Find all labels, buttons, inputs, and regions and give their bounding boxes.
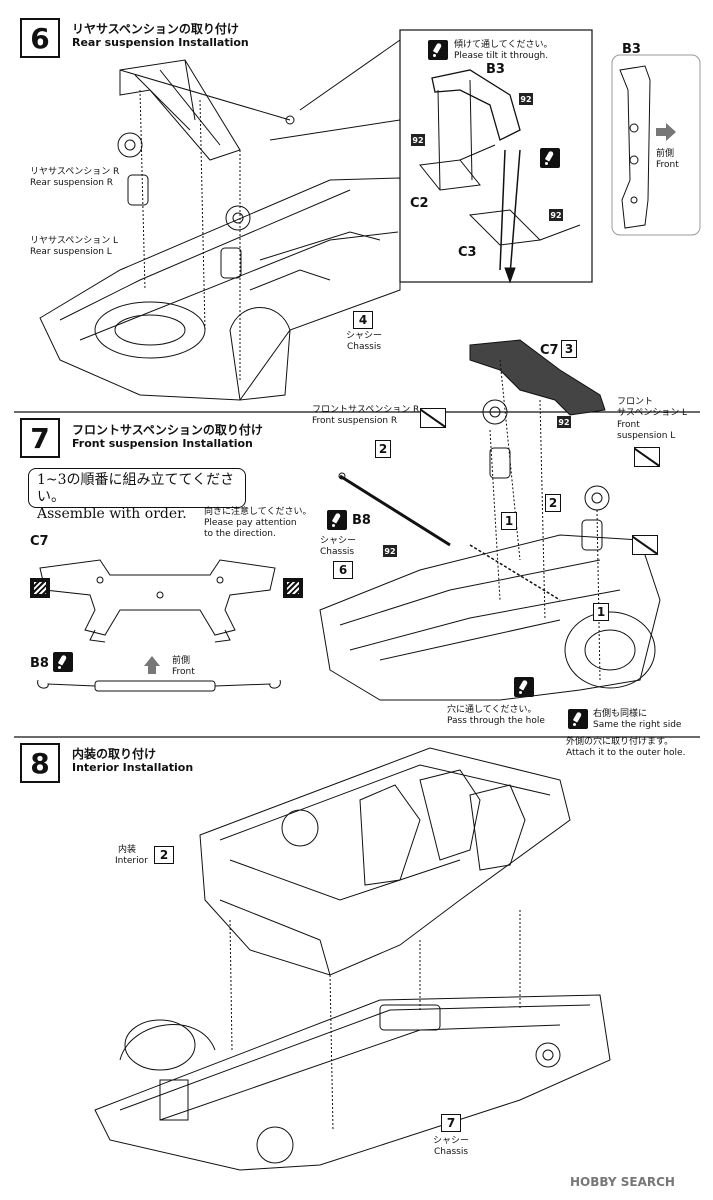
chassis-part-number: 4 — [353, 311, 373, 329]
part-c7-quantity: 3 — [561, 340, 577, 358]
direction-hint-icon — [30, 578, 50, 598]
part-92-tag: 92 — [383, 545, 397, 557]
rear-suspension-l-label-jp: リヤサスペンション L — [30, 236, 119, 246]
front-suspension-r-label-en: Front suspension R — [312, 416, 398, 426]
glue-icon — [53, 652, 73, 672]
part-92-tag: 92 — [411, 134, 425, 146]
front-arrow-b8 — [144, 656, 160, 674]
front-suspension-l-label-jp-2: サスペンション L — [617, 408, 688, 418]
part-c7-label: C7 — [30, 534, 49, 549]
part-b8-assembly-label: B8 — [352, 513, 371, 528]
order-step-2-marker: 2 — [375, 440, 391, 458]
front-label-jp: 前側 — [172, 656, 191, 666]
front-suspension-l-label-en-2: suspension L — [617, 431, 676, 441]
chassis-label-en: Chassis — [320, 547, 355, 557]
inset-parts — [419, 69, 581, 284]
rear-suspension-frame — [117, 59, 295, 279]
direction-note-jp: 向きに注意してください。 — [204, 507, 312, 517]
same-right-note-jp: 右側も同様に — [593, 709, 648, 719]
same-right-note-en: Same the right side — [593, 720, 682, 730]
b3-detail-label: B3 — [622, 42, 641, 57]
step-7-title-en: Front suspension Installation — [72, 437, 253, 450]
part-c2-label: C2 — [410, 196, 429, 211]
part-b8-label: B8 — [30, 656, 49, 671]
chassis-part-number: 6 — [333, 561, 353, 579]
chassis-part-number: 7 — [441, 1114, 461, 1132]
step-6-title-en: Rear suspension Installation — [72, 36, 249, 49]
no-glue-icon — [634, 447, 660, 467]
order-step-1-marker: 1 — [501, 512, 517, 530]
order-step-1-marker: 1 — [593, 603, 609, 621]
no-glue-icon — [632, 535, 658, 555]
part-92-tag: 92 — [519, 93, 533, 105]
rear-suspension-r-label-en: Rear suspension R — [30, 178, 114, 188]
step-8-number: 8 — [20, 743, 60, 783]
part-92-tag: 92 — [557, 416, 571, 428]
interior-label-en: Interior — [115, 856, 148, 866]
front-suspension-l-label-jp-1: フロント — [617, 397, 654, 407]
chassis-label-jp: シャシー — [345, 331, 382, 341]
direction-note-en-2: to the direction. — [204, 529, 276, 539]
front-arrow-b3 — [656, 123, 676, 141]
pass-hole-note-en: Pass through the hole — [447, 716, 545, 726]
chassis-bottom — [94, 994, 611, 1171]
tilt-note-en: Please tilt it through. — [454, 51, 549, 61]
glue-icon — [540, 148, 560, 168]
assembly-order-notice: 1~3の順番に組み立ててください。 Assemble with order. — [28, 468, 246, 522]
front-label-jp: 前側 — [656, 149, 675, 159]
inset-box — [399, 29, 593, 283]
chassis-label-en: Chassis — [346, 342, 382, 352]
front-suspension-parts — [338, 399, 610, 551]
pass-hole-note-jp: 穴に通してください。 — [447, 705, 537, 715]
b8-detail-part — [37, 679, 281, 692]
rear-suspension-l-label-en: Rear suspension L — [30, 247, 112, 257]
chassis-label-jp: シャシー — [320, 536, 357, 546]
b3-part-outline — [619, 65, 651, 229]
part-92-tag: 92 — [549, 209, 563, 221]
tilt-note-jp: 傾けて通してください。 — [454, 40, 553, 50]
no-glue-icon — [420, 408, 446, 428]
rear-suspension-r-label-jp: リヤサスペンション R — [30, 167, 120, 177]
interior-part-number: 2 — [154, 846, 174, 864]
assembly-order-notice-jp: 1~3の順番に組み立ててください。 — [37, 472, 235, 505]
watermark: HOBBY SEARCH — [570, 1175, 675, 1189]
c7-detail-part — [39, 559, 276, 643]
step-8-title-jp: 内装の取り付け — [72, 747, 157, 761]
glue-icon — [514, 677, 534, 697]
part-c7-assembly-label: C7 — [540, 343, 559, 358]
step-8-title-en: Interior Installation — [72, 761, 194, 774]
direction-hint-icon — [283, 578, 303, 598]
order-step-2-marker: 2 — [545, 494, 561, 512]
front-label-en: Front — [656, 160, 679, 170]
direction-note-en-1: Please pay attention — [204, 518, 297, 528]
b3-detail-frame — [611, 54, 701, 236]
outer-hole-note-jp: 外側の穴に取り付けます。 — [566, 737, 674, 747]
part-b3-label: B3 — [486, 62, 505, 77]
front-chassis — [319, 429, 661, 701]
assembly-order-notice-en: Assemble with order. — [37, 506, 187, 522]
front-label-en: Front — [172, 667, 195, 677]
glue-icon — [428, 40, 448, 60]
interior-label-jp: 内装 — [118, 845, 137, 855]
step-6-title-jp: リヤサスペンションの取り付け — [72, 22, 239, 36]
chassis-label-en: Chassis — [433, 1147, 469, 1157]
chassis-label-jp: シャシー — [432, 1136, 469, 1146]
step-7-number: 7 — [20, 418, 60, 458]
rear-chassis — [39, 89, 401, 401]
step-7-title-jp: フロントサスペンションの取り付け — [72, 423, 263, 437]
glue-icon — [327, 510, 347, 530]
interior-tub — [199, 747, 571, 1131]
inset-leader — [269, 119, 401, 141]
glue-icon — [568, 709, 588, 729]
front-subframe-c7 — [469, 339, 606, 621]
outer-hole-note-en: Attach it to the outer hole. — [566, 748, 686, 758]
part-c3-label: C3 — [458, 245, 477, 260]
step-6-number: 6 — [20, 18, 60, 58]
front-suspension-r-label-jp: フロントサスペンション R — [312, 405, 420, 415]
front-suspension-l-label-en-1: Front — [617, 420, 640, 430]
